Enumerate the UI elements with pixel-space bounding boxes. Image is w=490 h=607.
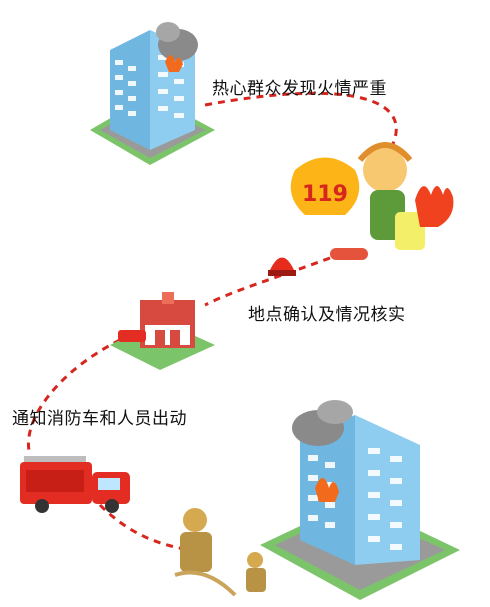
route-segment-3 [27, 338, 121, 456]
caller-person: 119 [290, 142, 454, 250]
burning-building-bottom [260, 400, 460, 600]
fire-station [110, 292, 215, 370]
fire-flame [165, 55, 183, 72]
emergency-number: 119 [302, 182, 348, 207]
step-label-2: 地点确认及情况核实 [248, 305, 406, 325]
siren-icon [270, 257, 294, 270]
step-label-1: 热心群众发现火情严重 [212, 79, 387, 99]
step-label-3: 通知消防车和人员出动 [12, 409, 187, 429]
route-segment-2 [204, 256, 331, 307]
telephone-icon [330, 248, 368, 260]
fire-truck [20, 456, 130, 513]
burning-building-top [90, 22, 215, 165]
telephone-siren [268, 248, 368, 276]
firefighters [174, 508, 266, 597]
route-segment-1 [204, 91, 398, 151]
flames-icon [415, 186, 454, 227]
